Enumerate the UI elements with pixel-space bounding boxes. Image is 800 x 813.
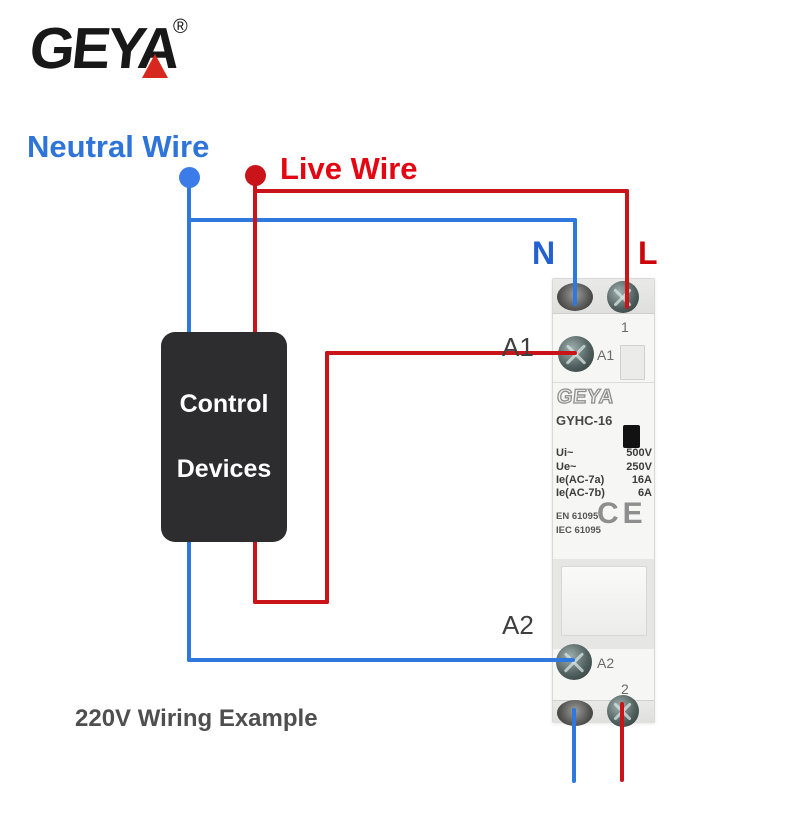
diagram-caption: 220V Wiring Example <box>75 705 318 732</box>
l-terminal-label: L <box>638 235 658 271</box>
neutral-wire-into-n-terminal <box>573 218 577 306</box>
live-wire-control-down <box>253 540 257 604</box>
control-devices-line2: Devices <box>176 455 272 483</box>
din-clip-window <box>553 559 654 649</box>
live-wire-dot-icon <box>245 165 266 186</box>
spec-value: 500V <box>626 447 652 459</box>
neutral-wire-dot-icon <box>179 167 200 188</box>
spec-label: Ue~ <box>556 461 577 473</box>
spec-label: Ie(AC-7a) <box>556 474 605 486</box>
a2-device-label: A2 <box>597 655 615 671</box>
contactor-device: 1 A1 GEYA GYHC-16 Ui~ 500V Ue~ 250V Ie(A… <box>552 278 655 727</box>
live-wire-branch-horizontal <box>253 189 629 193</box>
contactor-model-label: GYHC-16 <box>556 413 613 428</box>
spec-label: Ie(AC-7b) <box>556 487 605 499</box>
live-wire-label: Live Wire <box>280 151 418 186</box>
spec-row: Ue~ 250V <box>556 462 652 473</box>
live-wire-bottom-jog <box>253 600 329 604</box>
contactor-embossed-logo: GEYA <box>555 385 616 408</box>
a1-device-label: A1 <box>597 347 615 363</box>
live-wire-into-l-terminal <box>625 189 629 309</box>
live-wire-into-a1-terminal <box>325 351 577 355</box>
neutral-wire-label: Neutral Wire <box>27 129 210 164</box>
neutral-wire-to-a2-horizontal <box>187 658 575 662</box>
control-devices-line1: Control <box>179 390 269 418</box>
manual-switch-indicator <box>620 345 645 380</box>
control-devices-box: Control Devices <box>161 332 287 542</box>
spec-value: 6A <box>637 487 652 499</box>
standard-en-label: EN 61095 <box>556 511 599 522</box>
geya-logo-triangle-icon <box>142 54 168 78</box>
din-clip-window-inner <box>561 566 647 636</box>
spec-row: Ui~ 500V <box>556 448 652 459</box>
neutral-wire-branch-horizontal <box>187 218 577 222</box>
terminal-2-label: 2 <box>621 681 629 697</box>
terminal-1-label: 1 <box>621 319 629 335</box>
a2-callout-label: A2 <box>502 610 534 640</box>
a2-coil-screw-icon <box>556 644 592 680</box>
live-wire-output-bottom <box>620 702 624 782</box>
status-indicator-window <box>623 425 640 448</box>
geya-logo: GEYA ® <box>27 14 210 99</box>
contactor-section-divider <box>553 382 654 383</box>
neutral-wire-control-to-a2-vertical <box>187 540 191 662</box>
neutral-wire-drop-to-control <box>187 185 191 335</box>
spec-row: Ie(AC-7a) 16A <box>556 475 652 486</box>
standard-iec-label: IEC 61095 <box>556 525 601 536</box>
spec-row: Ie(AC-7b) 6A <box>556 488 652 499</box>
live-terminal-screw-icon <box>607 281 639 313</box>
a1-callout-label: A1 <box>502 332 534 362</box>
neutral-wire-output-bottom <box>572 708 576 783</box>
ce-mark-icon: CE <box>597 497 647 530</box>
live-wire-riser-to-a1 <box>325 351 329 604</box>
spec-label: Ui~ <box>556 447 574 459</box>
spec-value: 16A <box>631 474 652 486</box>
registered-trademark-icon: ® <box>173 16 188 38</box>
spec-value: 250V <box>626 461 652 473</box>
n-terminal-label: N <box>532 235 556 271</box>
live-wire-drop-to-control <box>253 183 257 335</box>
